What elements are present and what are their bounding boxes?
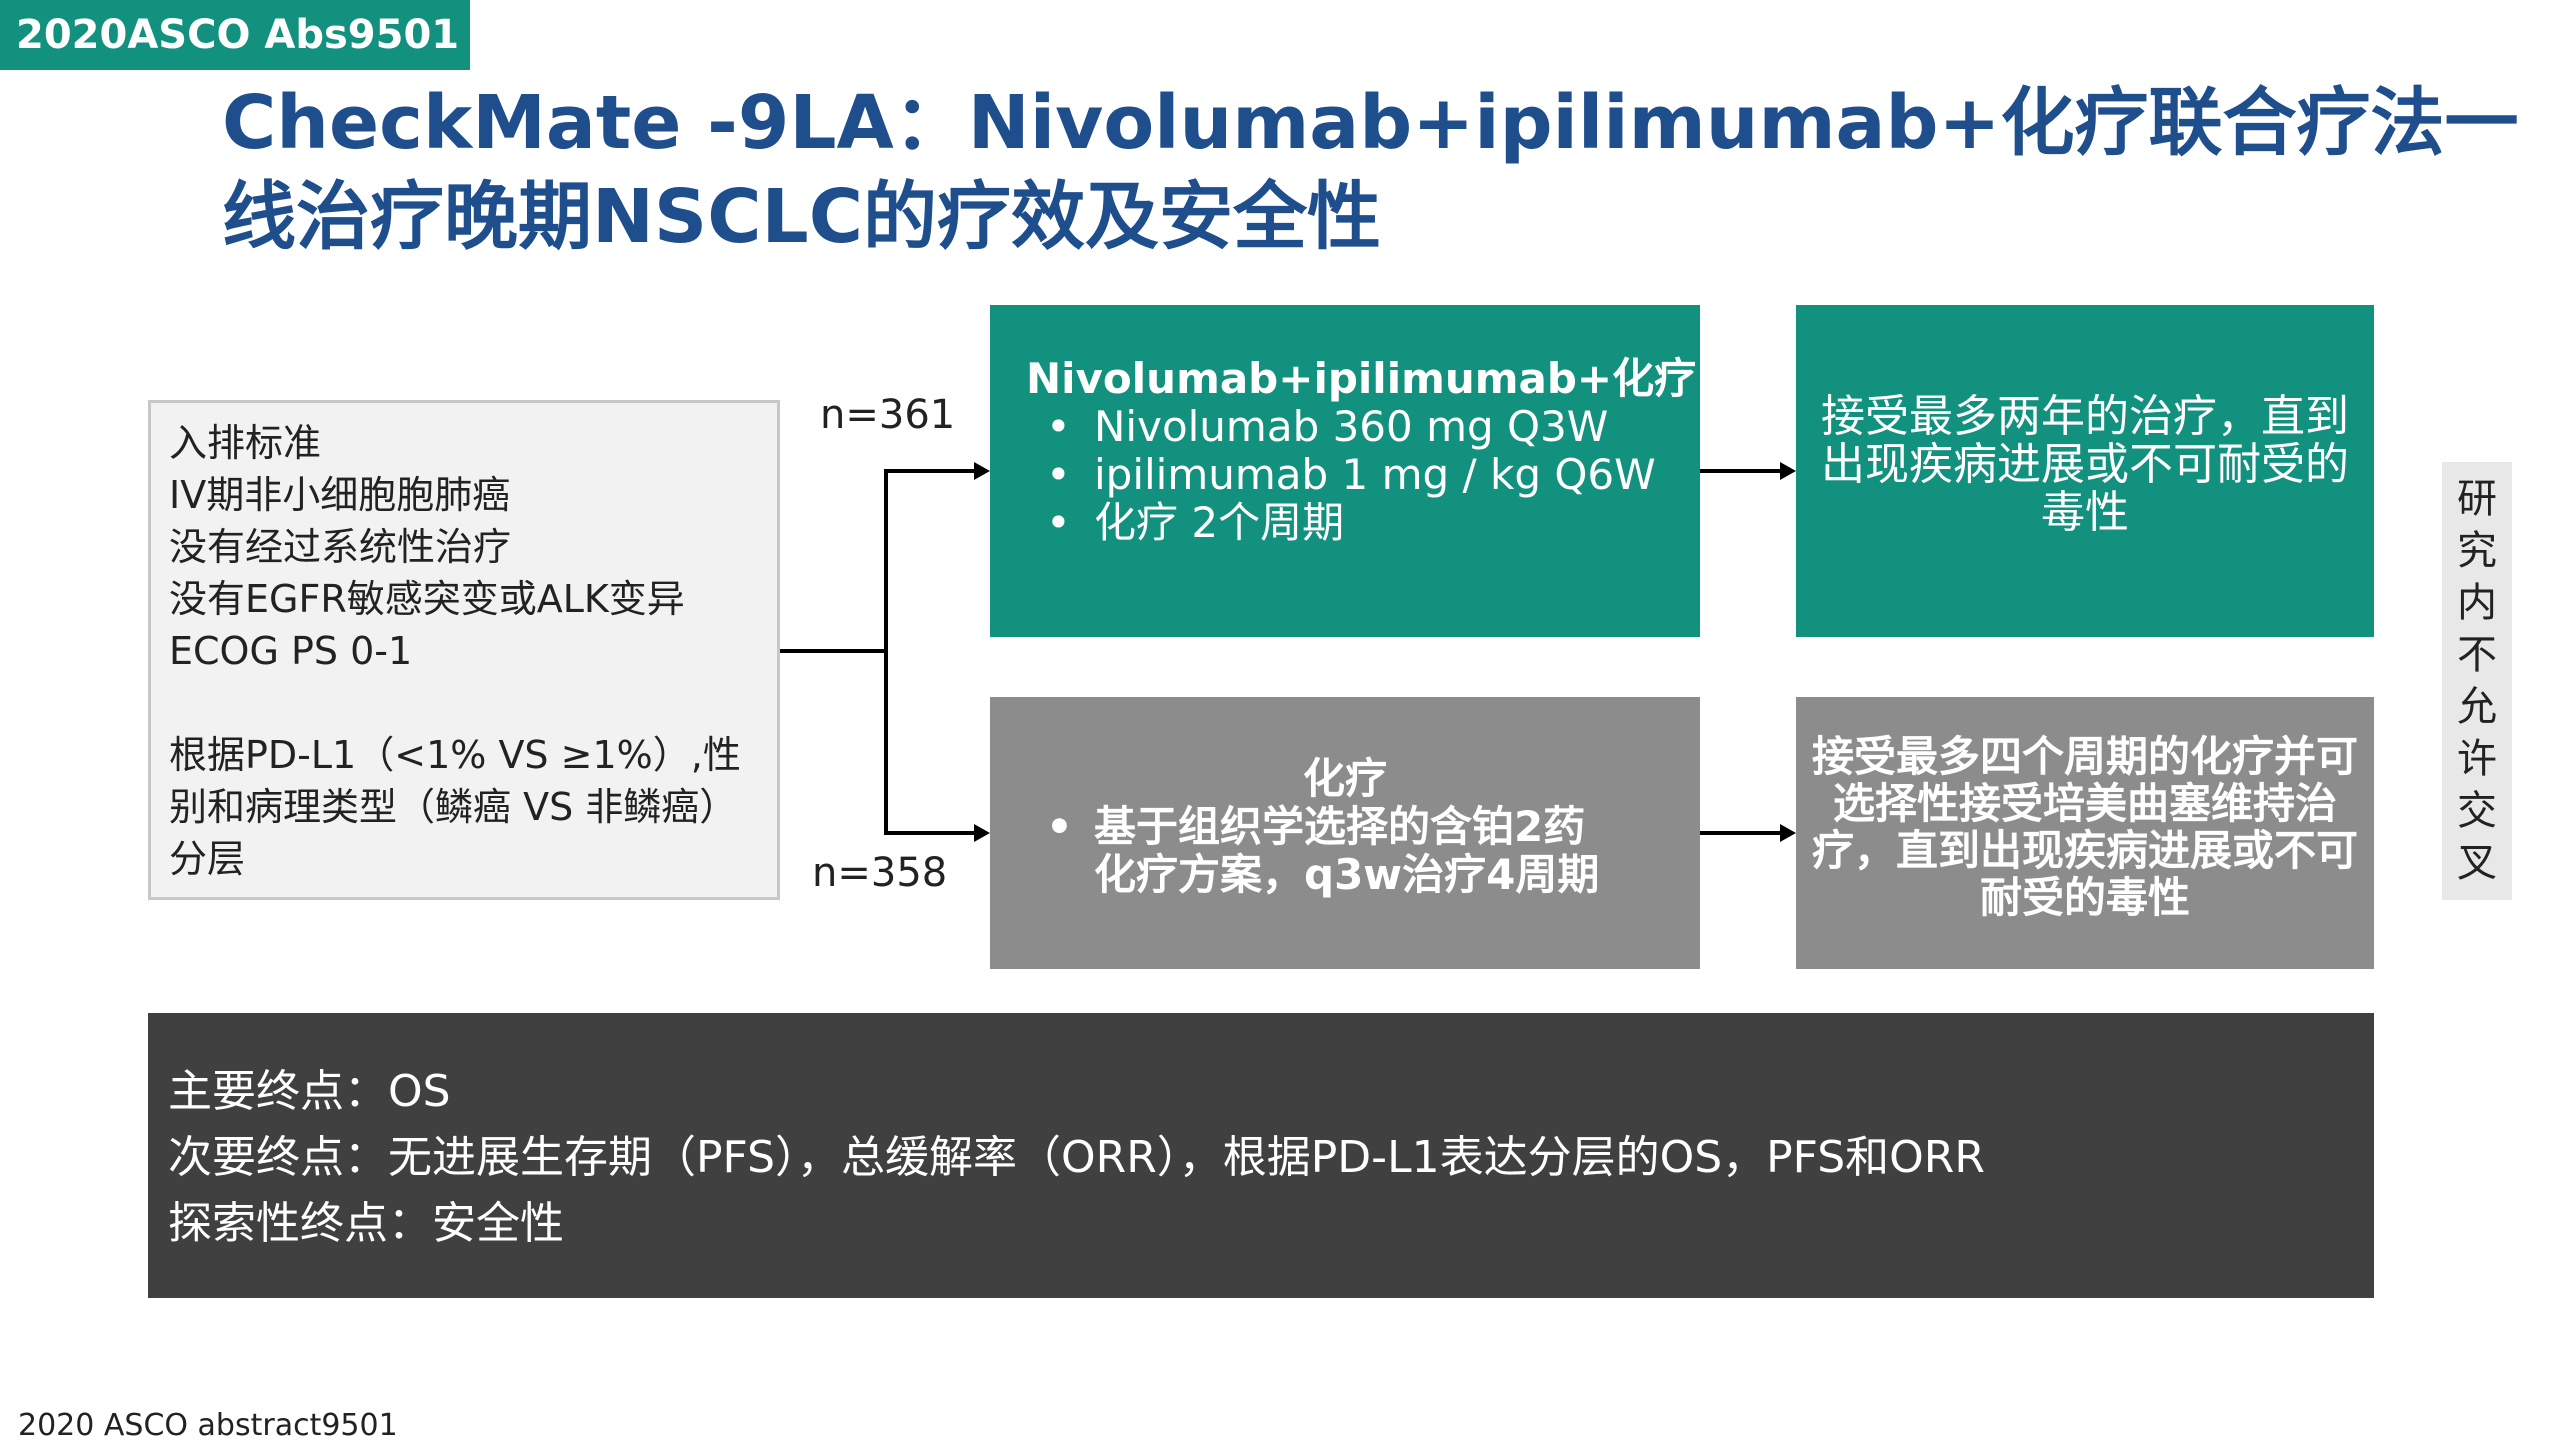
arm1-bullet-text: ipilimumab 1 mg / kg Q6W	[1094, 450, 1656, 499]
arm1-treatment-box: Nivolumab+ipilimumab+化疗 • Nivolumab 360 m…	[990, 305, 1700, 637]
crossover-note-char: 研	[2457, 476, 2497, 522]
arm1-heading: Nivolumab+ipilimumab+化疗	[1026, 354, 1697, 403]
criteria-item: 没有EGFR敏感突变或ALK变异	[169, 577, 685, 621]
arm1-duration-box: 接受最多两年的治疗，直到出现疾病进展或不可耐受的毒性	[1796, 305, 2374, 637]
criteria-heading: 入排标准	[169, 421, 322, 465]
secondary-endpoint: 次要终点：无进展生存期（PFS），总缓解率（ORR），根据PD-L1表达分层的O…	[168, 1132, 1985, 1183]
title-line-2: 线治疗晚期NSCLC的疗效及安全性	[222, 174, 1381, 260]
arm1-bullet-text: 化疗 2个周期	[1094, 498, 1345, 547]
crossover-note-char: 允	[2457, 684, 2497, 730]
crossover-note-char: 叉	[2457, 840, 2497, 886]
connector-arm2-result	[1700, 831, 1780, 835]
arm2-treatment-box: 化疗 • 基于组织学选择的含铂2药化疗方案，q3w治疗4周期	[990, 697, 1700, 969]
connector-arm1-result	[1700, 469, 1780, 473]
arrow-to-arm2	[974, 824, 990, 842]
primary-endpoint: 主要终点：OS	[168, 1066, 451, 1117]
crossover-note-char: 究	[2457, 528, 2497, 574]
title-line-1: CheckMate -9LA：Nivolumab+ipilimumab+化疗联合…	[222, 80, 2519, 166]
crossover-note-char: 许	[2457, 736, 2497, 782]
connector-vertical	[884, 469, 888, 835]
list-item: • 化疗 2个周期	[1026, 499, 1700, 547]
stratification-line: 分层	[169, 837, 246, 881]
arm2-heading: 化疗	[1302, 754, 1387, 803]
arm1-bullet-text: Nivolumab 360 mg Q3W	[1094, 402, 1609, 451]
criteria-item: IV期非小细胞胞肺癌	[169, 473, 511, 517]
arrow-arm2-result	[1780, 824, 1796, 842]
page-title: CheckMate -9LA：Nivolumab+ipilimumab+化疗联合…	[222, 76, 2519, 264]
connector-from-criteria	[780, 649, 886, 653]
criteria-spacer	[169, 677, 759, 729]
stratification-line: 别和病理类型（鳞癌 VS 非鳞癌）	[169, 785, 738, 829]
connector-to-arm2	[884, 831, 976, 835]
arrow-arm1-result	[1780, 462, 1796, 480]
criteria-item: ECOG PS 0-1	[169, 629, 413, 673]
abstract-tag: 2020ASCO Abs9501	[0, 0, 470, 70]
list-item: • Nivolumab 360 mg Q3W	[1026, 403, 1700, 451]
arm2-duration-box: 接受最多四个周期的化疗并可选择性接受培美曲塞维持治疗，直到出现疾病进展或不可耐受…	[1796, 697, 2374, 969]
source-footer: 2020 ASCO abstract9501	[18, 1408, 398, 1443]
criteria-item: 没有经过系统性治疗	[169, 525, 512, 569]
arm1-bullet-list: • Nivolumab 360 mg Q3W • ipilimumab 1 mg /…	[1026, 403, 1700, 547]
inclusion-criteria-box: 入排标准 IV期非小细胞胞肺癌 没有经过系统性治疗 没有EGFR敏感突变或ALK…	[148, 400, 780, 900]
bullet-icon: •	[1046, 802, 1073, 851]
bullet-icon: •	[1046, 498, 1071, 547]
crossover-note-char: 不	[2457, 632, 2497, 678]
endpoints-box: 主要终点：OS 次要终点：无进展生存期（PFS），总缓解率（ORR），根据PD-…	[148, 1013, 2374, 1298]
bullet-icon: •	[1046, 402, 1071, 451]
list-item: • ipilimumab 1 mg / kg Q6W	[1026, 451, 1700, 499]
list-item: • 基于组织学选择的含铂2药化疗方案，q3w治疗4周期	[1026, 803, 1700, 899]
arm1-sample-size: n=361	[820, 392, 956, 438]
bullet-icon: •	[1046, 450, 1071, 499]
arm2-bullet-text: 基于组织学选择的含铂2药化疗方案，q3w治疗4周期	[1094, 802, 1600, 899]
connector-to-arm1	[884, 469, 976, 473]
exploratory-endpoint: 探索性终点：安全性	[168, 1198, 564, 1249]
crossover-note-char: 交	[2457, 788, 2497, 834]
crossover-note: 研 究 内 不 允 许 交 叉	[2442, 462, 2512, 900]
arm2-sample-size: n=358	[812, 850, 948, 896]
stratification-line: 根据PD-L1（<1% VS ≥1%）,性	[169, 733, 741, 777]
crossover-note-char: 内	[2457, 580, 2497, 626]
arrow-to-arm1	[974, 462, 990, 480]
